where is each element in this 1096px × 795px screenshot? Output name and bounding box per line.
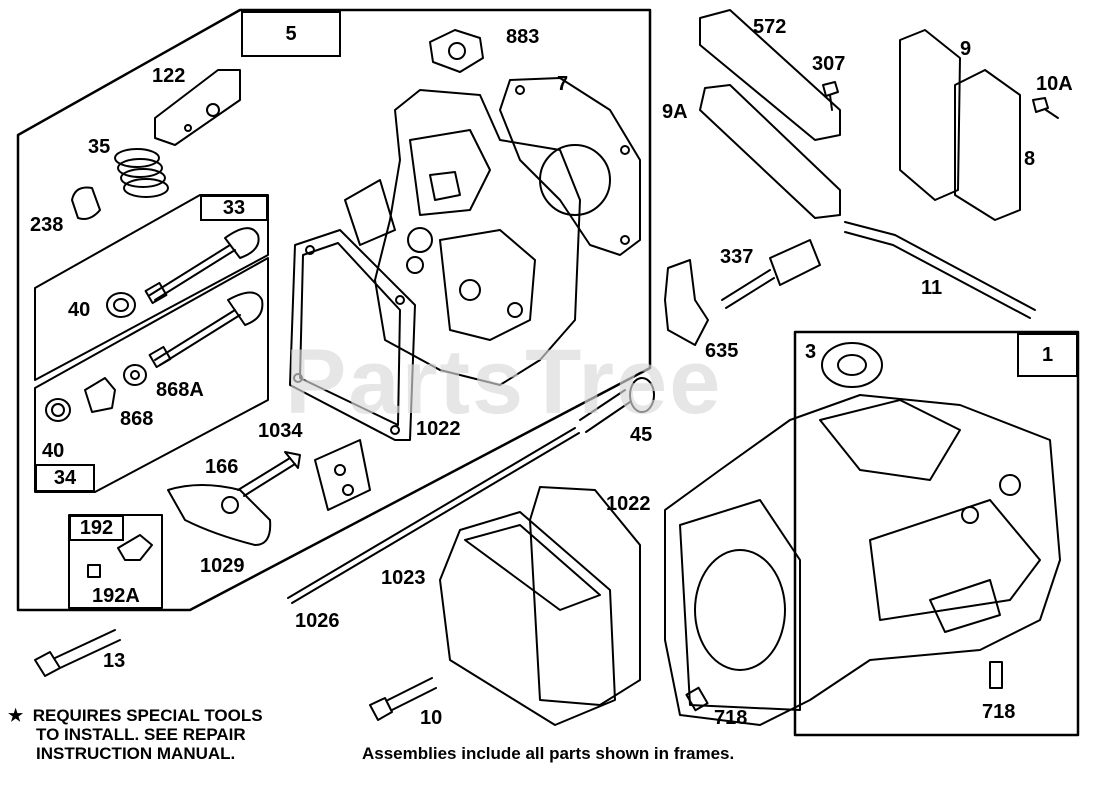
part-label-3: 3 xyxy=(805,341,817,363)
frame-192-label: 192 xyxy=(69,515,124,541)
part-label-1034: 1034 xyxy=(258,420,303,442)
push-rod-1026 xyxy=(287,427,580,604)
gasket-1022-left xyxy=(289,229,416,441)
frame-33-label: 33 xyxy=(200,195,268,221)
valve-33 xyxy=(149,244,236,301)
rocker-arm-1029 xyxy=(167,484,272,546)
part-label-35: 35 xyxy=(88,136,111,158)
part-label-868: 868 xyxy=(120,408,154,430)
valve-cap-238 xyxy=(71,186,101,220)
screw-307 xyxy=(822,81,839,111)
watermark: PartsTree xyxy=(285,331,723,433)
rocker-stud-166 xyxy=(237,457,296,497)
part-label-166: 166 xyxy=(205,456,239,478)
gasket-1022-right xyxy=(529,486,641,706)
frame-5-outline xyxy=(16,8,652,612)
tappet-45 xyxy=(579,389,631,433)
gasket-9 xyxy=(899,29,961,201)
part-label-13: 13 xyxy=(103,650,126,672)
seal-40-upper xyxy=(106,292,136,318)
frame-34-outline xyxy=(34,257,269,493)
engine-block xyxy=(664,394,1061,726)
dipstick-tube-11 xyxy=(844,221,1036,319)
frame-1-label: 1 xyxy=(1017,333,1078,377)
part-label-1026: 1026 xyxy=(295,610,340,632)
part-label-337: 337 xyxy=(720,246,754,268)
part-label-9a: 9A xyxy=(662,101,688,123)
note-line-3: INSTRUCTION MANUAL. xyxy=(36,744,236,763)
oil-seal-3 xyxy=(821,342,883,388)
frame-5-label: 5 xyxy=(241,11,341,57)
screw-10a xyxy=(1032,97,1059,119)
part-label-1023: 1023 xyxy=(381,567,426,589)
part-label-40-lower: 40 xyxy=(42,440,65,462)
part-label-883: 883 xyxy=(506,26,540,48)
frame-34-label: 34 xyxy=(35,464,95,492)
note-line-1: REQUIRES SPECIAL TOOLS xyxy=(32,706,263,725)
part-label-8: 8 xyxy=(1024,148,1036,170)
dowel-pin-718-right xyxy=(989,661,1003,689)
part-label-10: 10 xyxy=(420,707,443,729)
valve-34 xyxy=(154,309,241,366)
breather-8 xyxy=(954,69,1021,221)
part-label-11: 11 xyxy=(921,277,943,299)
part-label-307: 307 xyxy=(812,53,846,75)
spark-boot-635 xyxy=(664,259,709,346)
part-label-7: 7 xyxy=(557,73,569,95)
part-label-635: 635 xyxy=(705,340,739,362)
valve-cover-1023 xyxy=(439,511,616,726)
washer-868a xyxy=(123,364,147,386)
retainer-868 xyxy=(84,377,116,413)
part-label-572: 572 xyxy=(753,16,787,38)
part-label-1022-right: 1022 xyxy=(606,493,651,515)
star-icon: ★ xyxy=(8,706,24,725)
spark-plug-337 xyxy=(721,269,775,309)
pin-192a xyxy=(87,564,101,578)
cylinder-head xyxy=(374,89,581,386)
special-tools-note: ★ REQUIRES SPECIAL TOOLS TO INSTALL. SEE… xyxy=(8,706,263,763)
part-label-718-left: 718 xyxy=(714,707,748,729)
head-gasket-7 xyxy=(499,77,641,256)
part-label-40-upper: 40 xyxy=(68,299,91,321)
gasket-572 xyxy=(699,9,841,141)
part-label-868a: 868A xyxy=(156,379,204,401)
part-label-238: 238 xyxy=(30,214,64,236)
dowel-pin-718-left xyxy=(685,686,709,712)
note-line-2: TO INSTALL. SEE REPAIR xyxy=(36,725,246,744)
assemblies-footer: Assemblies include all parts shown in fr… xyxy=(362,744,735,763)
bolt-10 xyxy=(369,677,437,721)
frame-1-outline xyxy=(793,330,1080,737)
part-label-122: 122 xyxy=(152,65,186,87)
part-label-192a: 192A xyxy=(92,585,140,607)
part-label-45: 45 xyxy=(630,424,653,446)
part-label-718-right: 718 xyxy=(982,701,1016,723)
part-label-10a: 10A xyxy=(1036,73,1073,95)
part-label-9: 9 xyxy=(960,38,972,60)
valve-spring-35 xyxy=(114,148,169,198)
part-label-1022-left: 1022 xyxy=(416,418,461,440)
guide-plate-1034 xyxy=(314,439,371,511)
part-label-1029: 1029 xyxy=(200,555,245,577)
bolt-13 xyxy=(34,629,121,677)
seal-40-lower xyxy=(45,398,71,422)
gasket-883 xyxy=(429,29,484,73)
gasket-9a xyxy=(699,84,841,219)
mount-block-122 xyxy=(154,69,241,146)
